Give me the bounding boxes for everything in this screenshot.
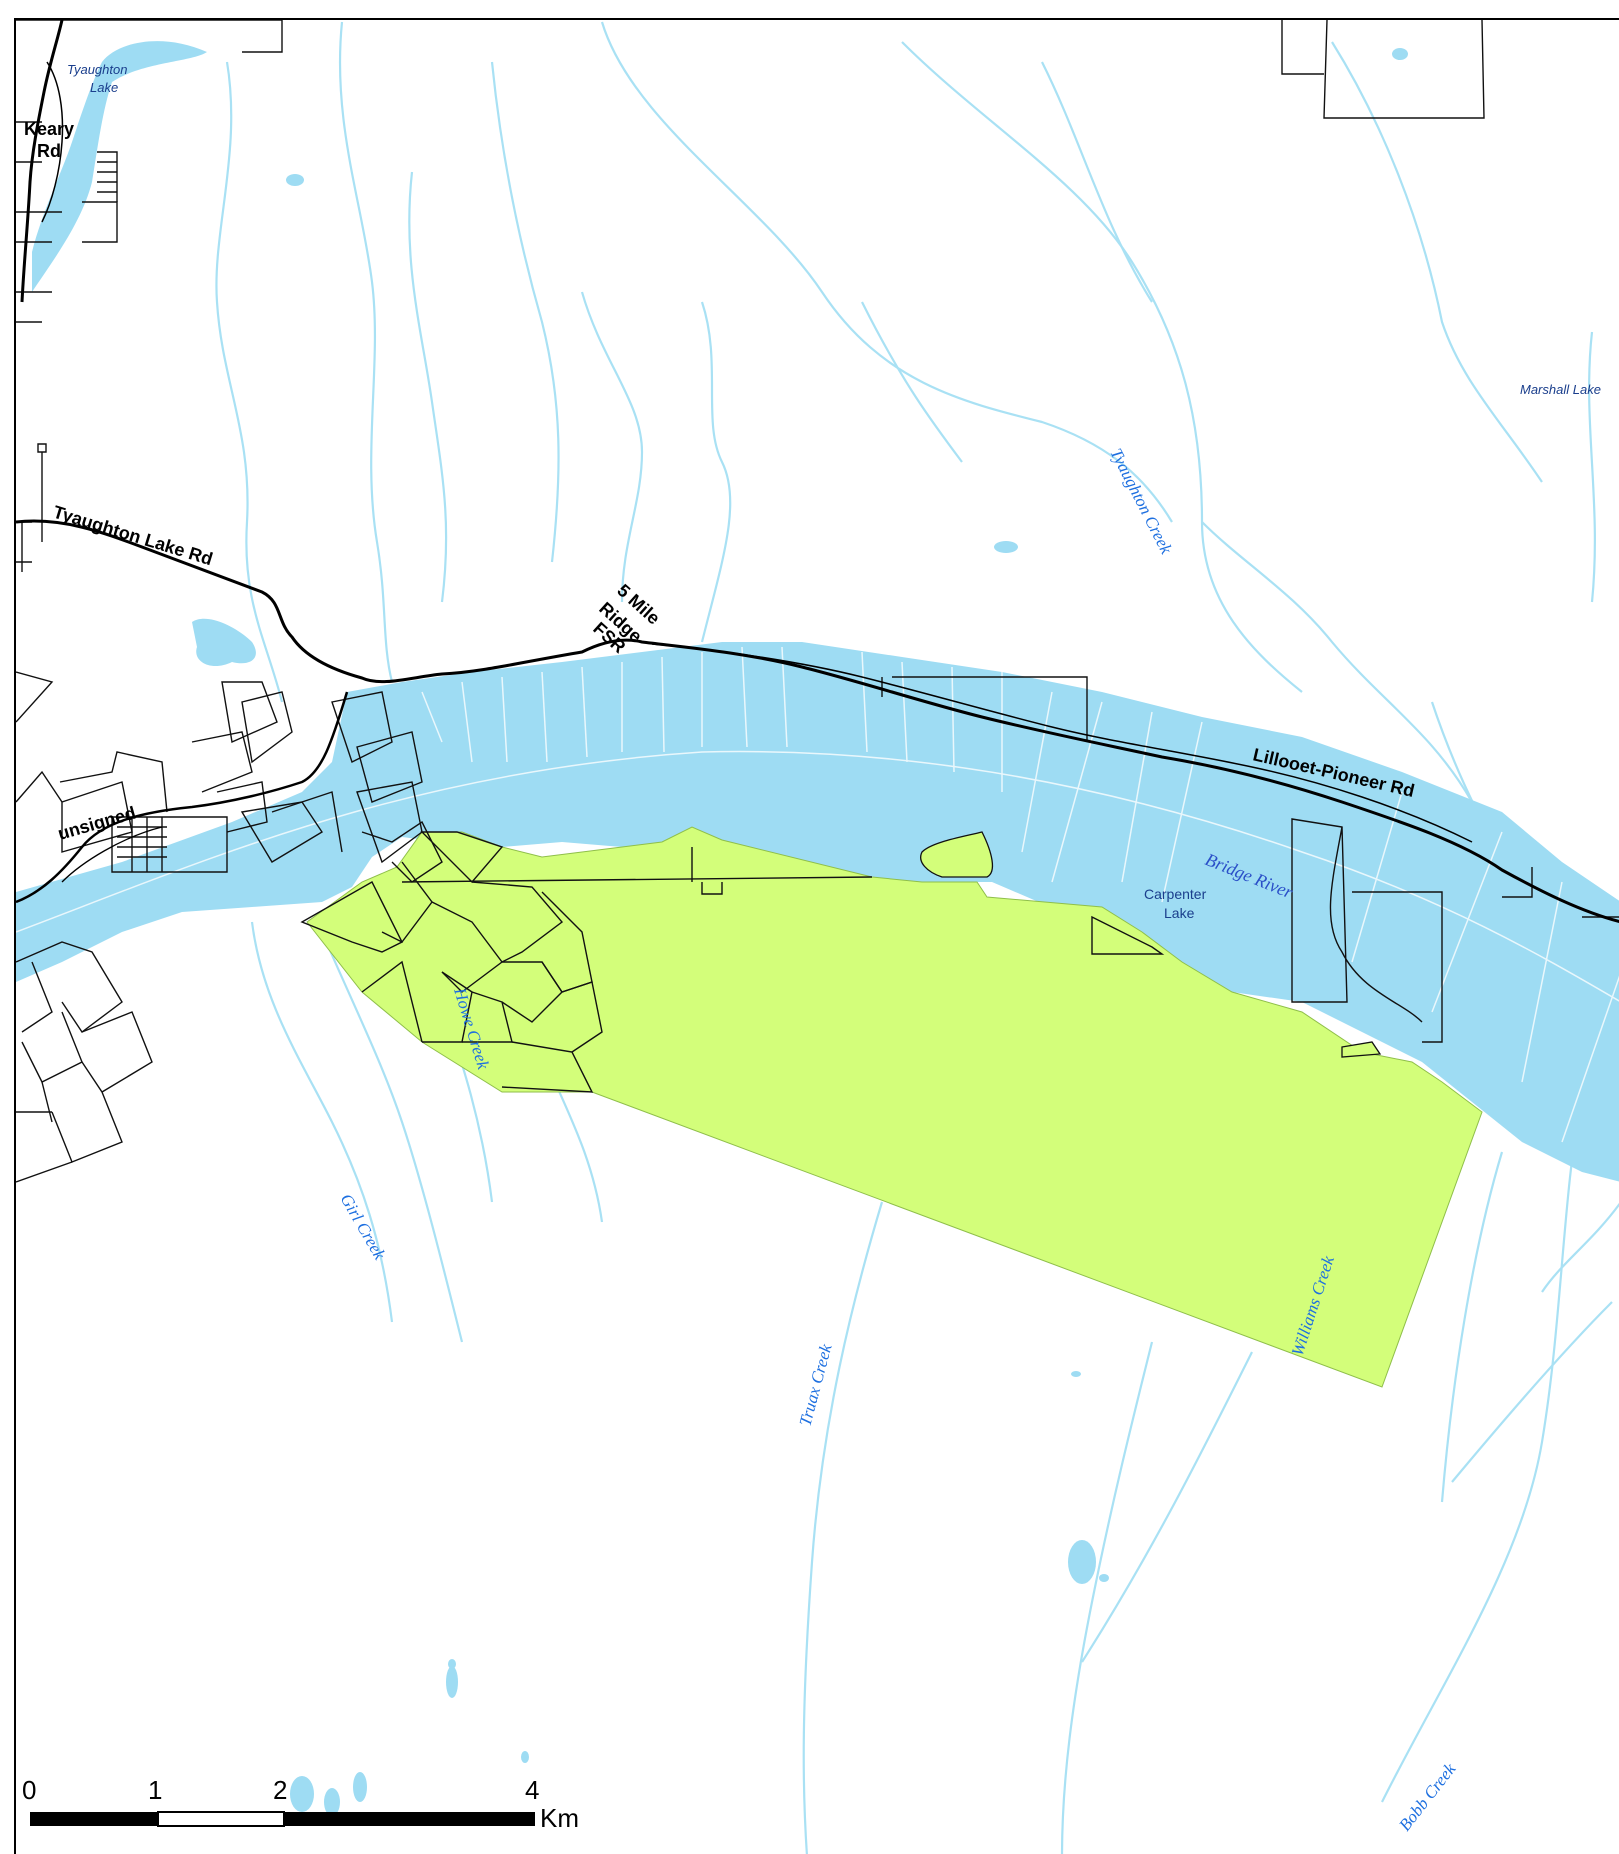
- tyaughton-lake-label-1: Tyaughton: [67, 62, 127, 77]
- small-lakes: [192, 48, 1482, 1816]
- tyaughton-creek-label: Tyaughton Creek: [1106, 445, 1176, 557]
- roads: [16, 20, 1619, 924]
- marshall-lake-label: Marshall Lake: [1520, 382, 1601, 397]
- scale-bar: 0 1 2 4 Km: [22, 1775, 579, 1833]
- stream: [580, 291, 644, 603]
- stream: [1331, 41, 1543, 483]
- stream: [1440, 1151, 1504, 1503]
- small-highlight-parcel[interactable]: [1341, 1041, 1382, 1058]
- stream: [215, 61, 284, 703]
- stream: [700, 301, 732, 643]
- scale-label-0: 0: [22, 1775, 36, 1805]
- scale-bar-segment-1-2: [157, 1811, 285, 1827]
- stream: [1541, 1202, 1619, 1293]
- stream: [320, 931, 464, 1343]
- stream: [408, 171, 448, 603]
- stream: [901, 41, 1303, 693]
- stream: [600, 21, 1173, 523]
- girl-creek-label: Girl Creek: [337, 1191, 390, 1264]
- bobb-creek-label: Bobb Creek: [1395, 1759, 1460, 1834]
- scale-bar-segment-2-4: [284, 1812, 535, 1826]
- stream: [1588, 331, 1596, 603]
- stream: [250, 921, 394, 1323]
- map-frame[interactable]: Tyaughton Lake Rd Lillooet-Pioneer Rd 5 …: [14, 18, 1619, 1854]
- stream: [1060, 1341, 1154, 1854]
- stream: [1451, 1301, 1613, 1483]
- keary-road-label-2: Rd: [37, 141, 61, 161]
- parcel-lines: [16, 20, 1619, 1183]
- scale-unit-label: Km: [540, 1803, 579, 1833]
- map-canvas[interactable]: Tyaughton Lake Rd Lillooet-Pioneer Rd 5 …: [16, 20, 1619, 1854]
- water-lot-lines: [16, 646, 1619, 1143]
- scale-label-4: 4: [525, 1775, 539, 1805]
- stream: [1201, 521, 1473, 803]
- stream: [1081, 1351, 1253, 1663]
- unsigned-road: [16, 691, 349, 904]
- stream: [338, 21, 394, 683]
- highlighted-island[interactable]: [920, 831, 994, 878]
- carpenter-lake-label-1: Carpenter: [1144, 886, 1207, 902]
- scale-label-1: 1: [148, 1775, 162, 1805]
- stream: [861, 301, 963, 463]
- scale-label-2: 2: [273, 1775, 287, 1805]
- stream: [802, 1201, 884, 1854]
- stream: [490, 61, 560, 563]
- scale-bar-segment-0-1: [30, 1812, 158, 1826]
- tyaughton-lake-water: [32, 41, 207, 292]
- carpenter-lake-label-2: Lake: [1164, 905, 1195, 921]
- tyaughton-lake-label-2: Lake: [90, 80, 118, 95]
- keary-road-label-1: Keary: [24, 119, 74, 139]
- stream: [1381, 1091, 1584, 1803]
- tyaughton-lake-road-label: Tyaughton Lake Rd: [51, 502, 215, 570]
- keary-road: [20, 20, 64, 303]
- stream: [1041, 61, 1153, 303]
- carpenter-lake-water: [16, 642, 1619, 1182]
